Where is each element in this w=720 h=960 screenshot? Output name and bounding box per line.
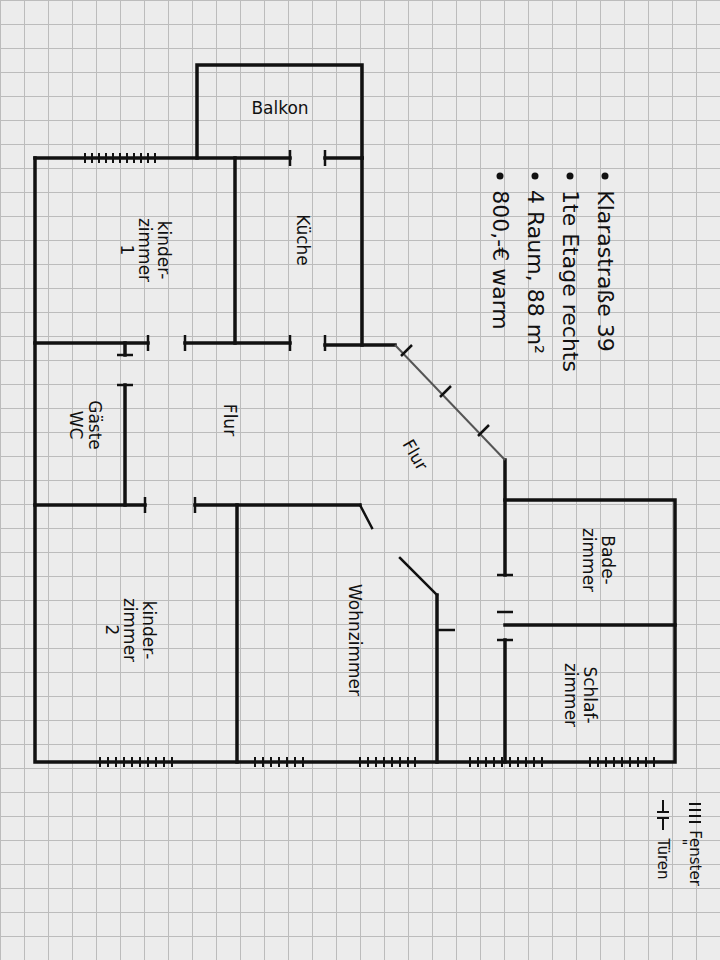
door-ticks (117, 150, 513, 640)
outer-wall (360, 158, 364, 345)
room-area: Küche (235, 158, 362, 343)
outer-wall (503, 460, 507, 575)
inner-wall (503, 640, 507, 762)
info-text: 4 Raum, 88 m² (523, 190, 547, 354)
room-label: Küche (294, 214, 313, 266)
room-label: kinder- zimmer 1 (117, 218, 173, 282)
room-label: Balkon (251, 99, 308, 118)
info-text: Klarastraße 39 (593, 190, 617, 352)
room-area: Schlaf- zimmer (505, 625, 675, 762)
room-label: Schlaf- zimmer (561, 663, 598, 727)
inner-wall (435, 595, 439, 762)
outer-wall (35, 158, 675, 762)
room-area: kinder- zimmer 2 (35, 505, 237, 762)
room-label: Flur (221, 404, 240, 436)
room-area: Balkon (197, 65, 362, 158)
inner-wall (123, 343, 127, 505)
room-area: kinder- zimmer 1 (35, 158, 235, 343)
inner-wall (35, 343, 395, 345)
inner-wall (505, 623, 675, 627)
room-label: kinder- zimmer 2 (102, 598, 158, 662)
room-area: FlurFlur (125, 343, 505, 505)
room-area: Wohnzimmer (237, 505, 437, 762)
room-label: Flur (399, 436, 431, 473)
legend-sample (657, 800, 701, 830)
inner-wall (233, 158, 237, 343)
room-area: Bade- zimmer (505, 500, 675, 625)
bullet (497, 173, 609, 180)
room-label: Bade- zimmer (579, 528, 616, 592)
inner-wall (235, 505, 239, 762)
info-text: 1te Etage rechts (558, 190, 582, 372)
room-area: Gäste WC (35, 343, 125, 505)
room-label: Wohnzimmer (346, 584, 365, 696)
legend-text: Fenster (687, 830, 704, 886)
window-marks (85, 153, 654, 767)
balcony-wall (197, 65, 362, 158)
room-label: Gäste WC (66, 400, 103, 450)
ditto-mark: " (672, 839, 689, 846)
inner-wall (35, 503, 360, 507)
info-text: 800,-€ warm (488, 190, 512, 329)
door-swing (360, 505, 437, 595)
legend-text: Türen (655, 838, 672, 879)
